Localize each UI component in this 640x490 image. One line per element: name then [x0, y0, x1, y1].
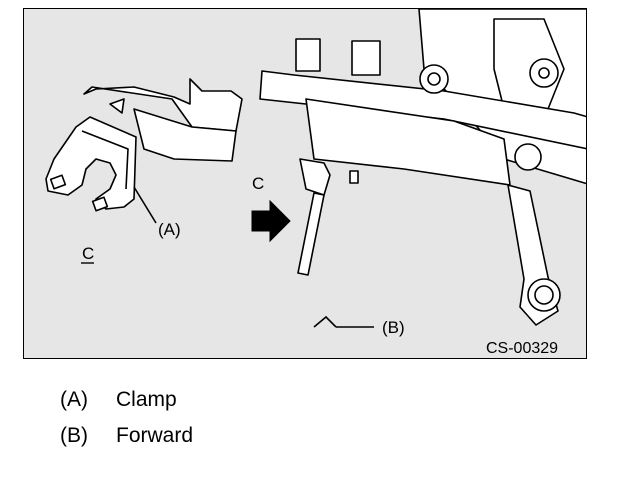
- legend-value-b: Forward: [116, 424, 194, 447]
- clamp-a: [45, 116, 137, 210]
- connector-1: [295, 38, 321, 72]
- clamp-inset-view: [45, 78, 243, 224]
- side-boss: [514, 143, 542, 171]
- clamp-inner: [81, 130, 129, 190]
- clamp-tab-1: [49, 174, 67, 190]
- clamp-tab-2: [91, 196, 109, 212]
- rod-b-bracket: [299, 158, 331, 196]
- bracket-lower: [133, 108, 237, 162]
- legend-key-a: (A): [60, 388, 88, 411]
- bracket-body: [83, 78, 243, 132]
- figure-code: CS-00329: [486, 340, 558, 357]
- gear-center: [538, 67, 550, 79]
- view-arrow-c: [251, 199, 291, 243]
- clamp-hook: [109, 98, 125, 114]
- diagram-figure: (A) C C: [23, 8, 587, 359]
- forward-indicator: [313, 315, 374, 328]
- label-b: (B): [382, 318, 405, 337]
- clip: [349, 170, 359, 184]
- main-assembly: [259, 9, 586, 326]
- label-a: (A): [158, 220, 181, 239]
- connector-2: [351, 40, 381, 76]
- leader-a: [133, 186, 157, 224]
- legend-value-a: Clamp: [116, 388, 177, 411]
- legend-key-b: (B): [60, 424, 88, 447]
- diagram-drawing: (A) C C: [45, 9, 586, 357]
- pivot-hole: [427, 72, 441, 86]
- rod: [297, 192, 325, 276]
- lever-eye-hole: [534, 285, 554, 305]
- label-c-inset: C: [82, 244, 94, 263]
- label-c-arrow: C: [252, 174, 264, 193]
